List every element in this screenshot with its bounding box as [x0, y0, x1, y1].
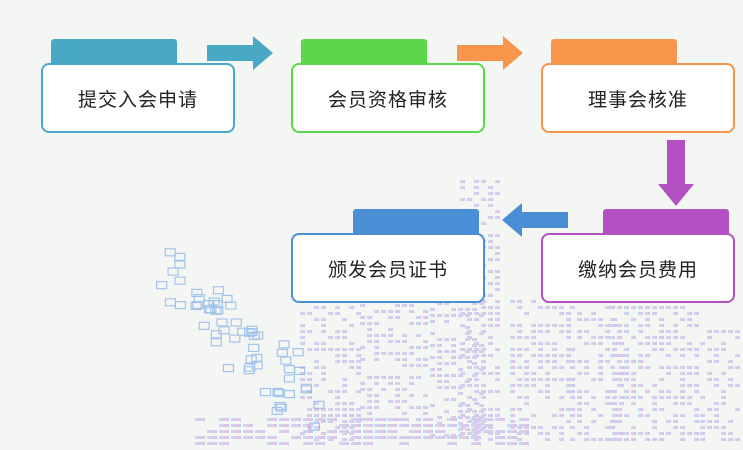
arrow-down-icon: [658, 140, 694, 206]
step-label: 会员资格审核: [327, 88, 448, 111]
step-card: 会员资格审核: [291, 63, 485, 133]
step-card: 理事会核准: [541, 63, 735, 133]
arrow-right-icon: [457, 36, 523, 70]
step-issue-certificate: 颁发会员证书: [291, 209, 489, 305]
arrow-right-icon: [207, 36, 273, 70]
step-label: 颁发会员证书: [327, 258, 448, 281]
step-card: 提交入会申请: [41, 63, 235, 133]
step-pay-membership-fee: 缴纳会员费用: [541, 209, 739, 305]
step-card: 颁发会员证书: [291, 233, 485, 303]
step-label: 理事会核准: [587, 88, 688, 111]
step-label: 缴纳会员费用: [577, 258, 698, 281]
step-submit-application: 提交入会申请: [41, 39, 239, 135]
step-membership-review: 会员资格审核: [291, 39, 489, 135]
step-label: 提交入会申请: [77, 88, 198, 111]
step-card: 缴纳会员费用: [541, 233, 735, 303]
arrow-left-icon: [502, 203, 568, 237]
step-council-approval: 理事会核准: [541, 39, 739, 135]
